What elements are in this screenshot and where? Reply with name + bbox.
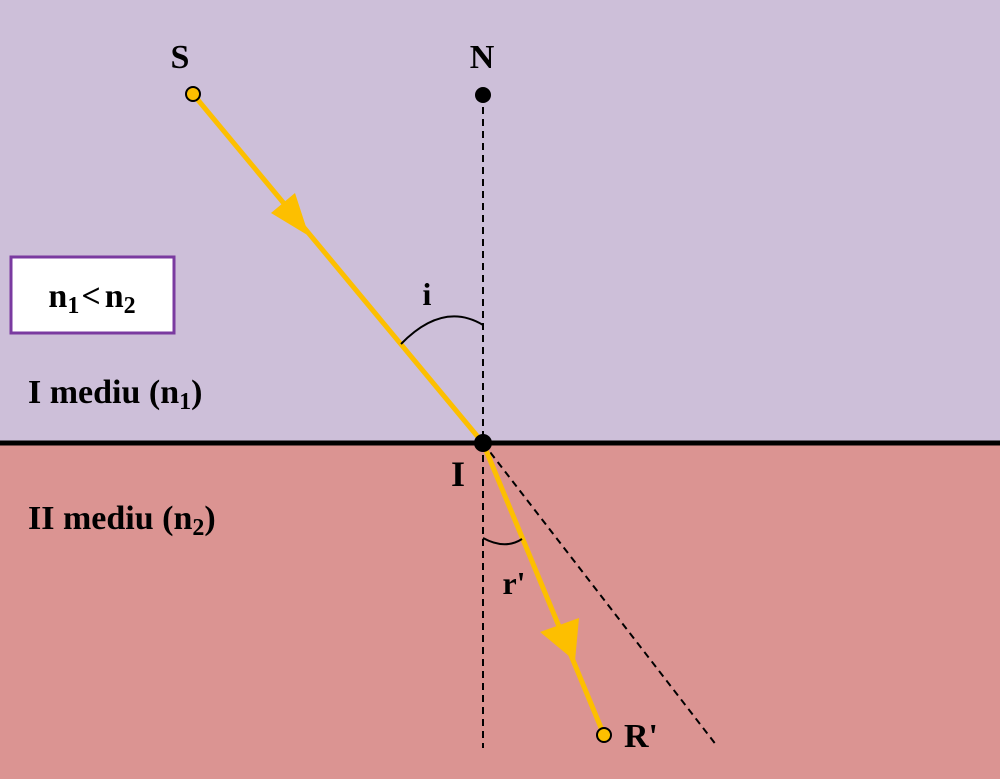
medium-1-region: [0, 0, 1000, 443]
normal-point: [475, 87, 491, 103]
label-s: S: [171, 39, 190, 76]
label-n: N: [470, 39, 495, 76]
medium-1-label: I mediu (n1): [28, 374, 202, 415]
angle-r-arc: [482, 537, 523, 546]
incident-ray-arrow: [271, 193, 309, 236]
refracted-end-point: [596, 727, 612, 743]
medium-2-region: [0, 443, 1000, 779]
label-r-prime: R': [624, 718, 658, 755]
incidence-point: [474, 434, 492, 452]
label-angle-i: i: [423, 276, 432, 312]
incident-continuation-line: [482, 442, 718, 747]
source-point: [185, 86, 201, 102]
label-angle-r: r': [502, 565, 525, 601]
incident-ray: [191, 92, 485, 445]
relation-text: n1<n2: [48, 278, 135, 319]
refracted-ray: [480, 442, 607, 736]
medium-2-label: II mediu (n2): [28, 500, 216, 541]
refracted-ray-arrow: [540, 618, 579, 661]
angle-i-arc: [400, 315, 484, 345]
relation-box: [9, 255, 176, 335]
label-i-point: I: [451, 454, 465, 494]
